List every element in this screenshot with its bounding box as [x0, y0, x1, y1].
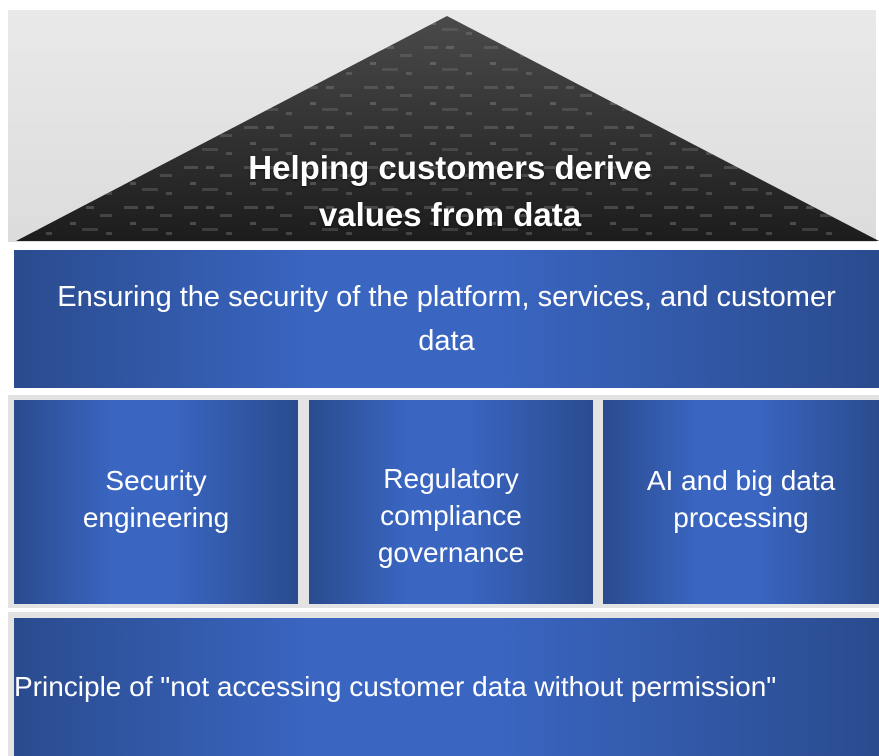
beam-text: Ensuring the security of the platform, s…	[57, 281, 836, 357]
roof-shape	[16, 16, 879, 241]
pillar-security-engineering: Security engineering	[14, 400, 298, 604]
beam-block: Ensuring the security of the platform, s…	[14, 250, 879, 388]
pillar-text: Security engineering	[82, 465, 230, 533]
roof-texture	[16, 16, 879, 241]
roof-title-line-1: Helping customers derive	[248, 149, 652, 186]
pillar-text: AI and big data processing	[646, 465, 836, 533]
pillar-text: Regulatory compliance governance	[377, 463, 525, 568]
foundation-block: Principle of "not accessing customer dat…	[14, 618, 879, 756]
roof-title: Helping customers derive values from dat…	[150, 144, 750, 238]
foundation-text: Principle of "not accessing customer dat…	[14, 671, 777, 702]
pillar-ai-big-data: AI and big data processing	[603, 400, 879, 604]
pillar-regulatory-compliance: Regulatory compliance governance	[309, 400, 593, 604]
roof-title-line-2: values from data	[318, 196, 582, 233]
